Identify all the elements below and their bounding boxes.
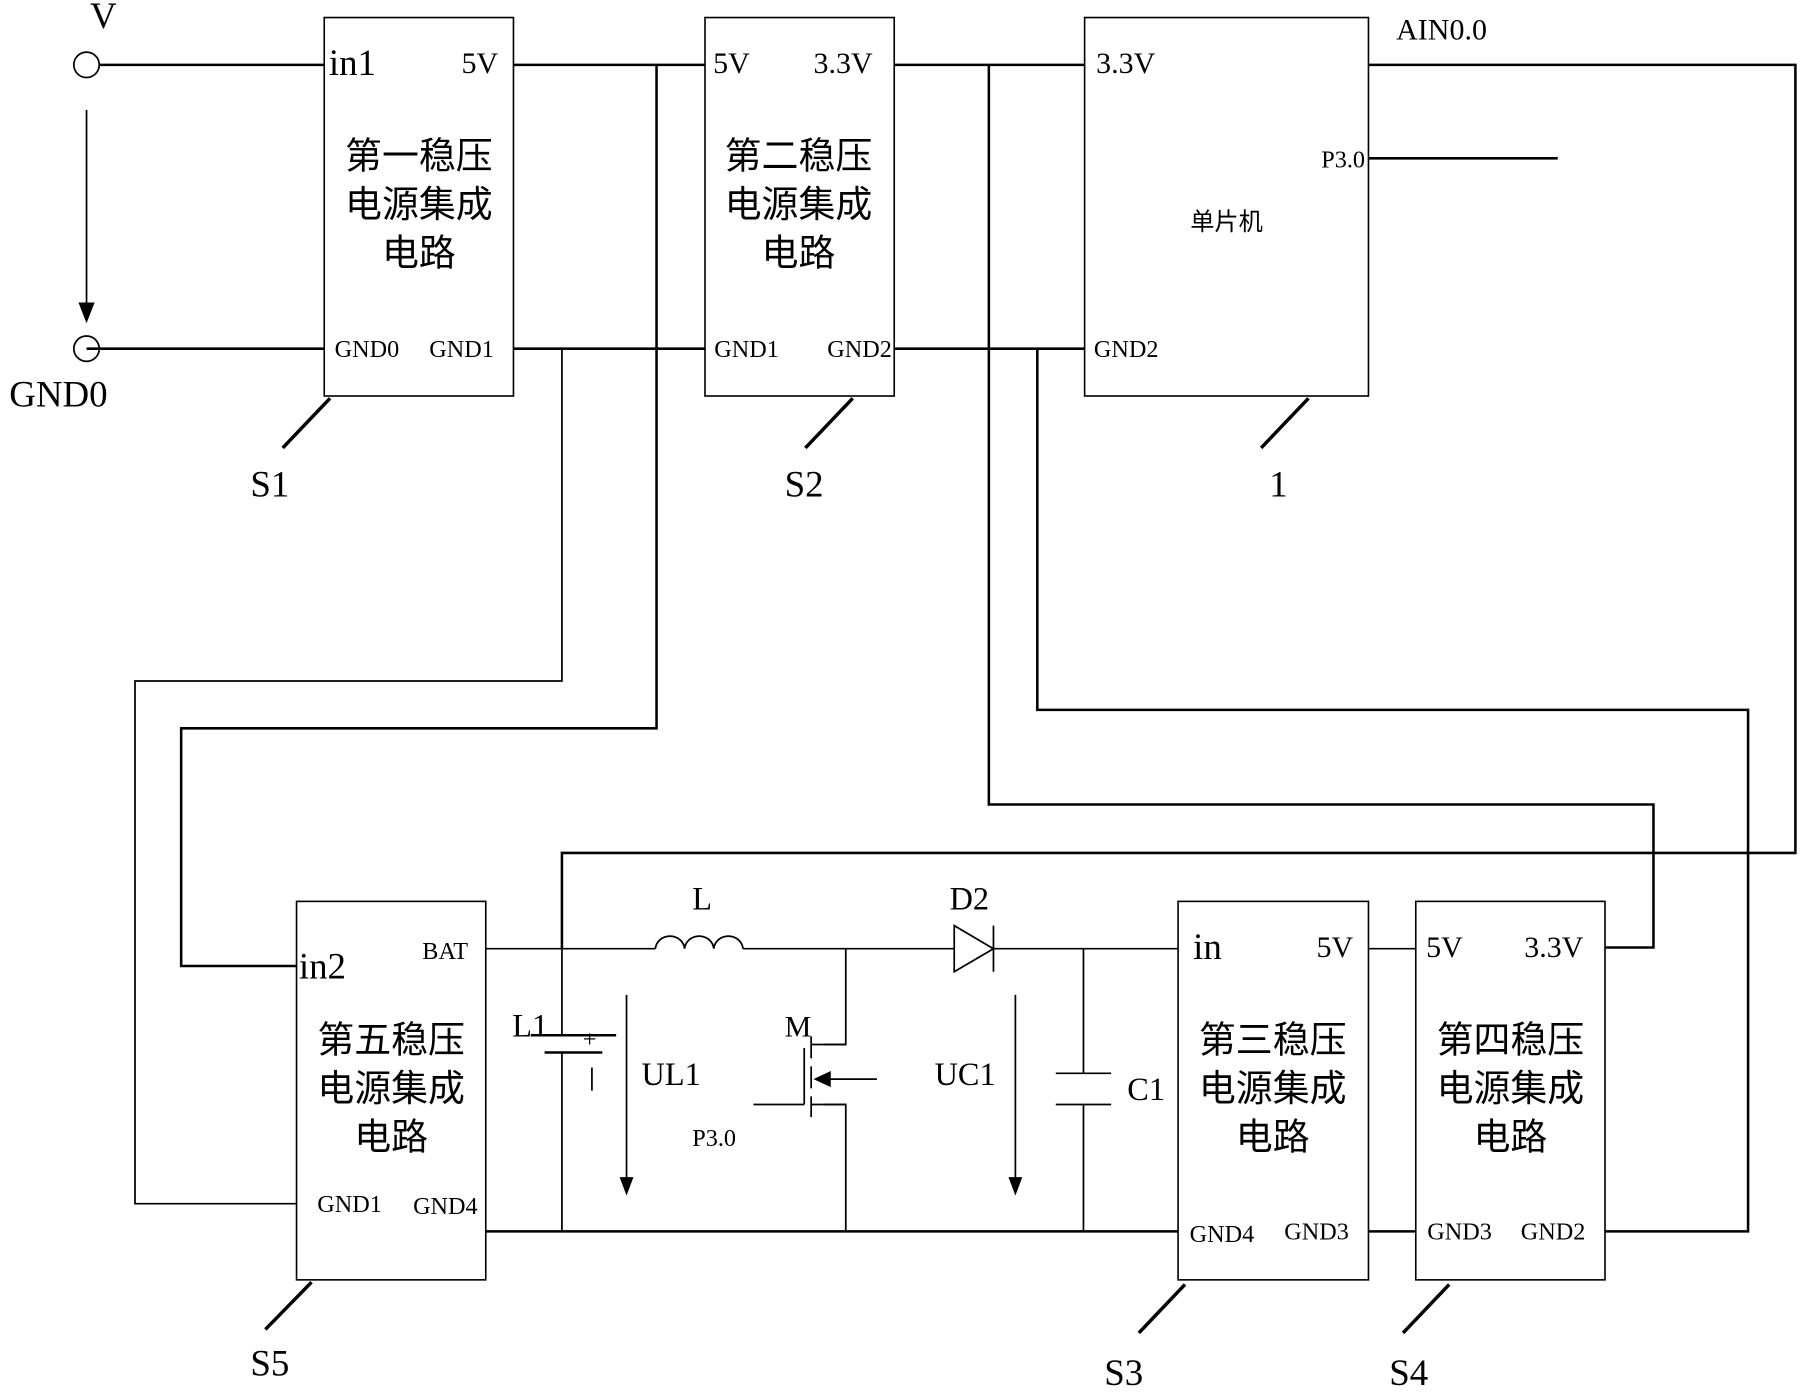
s3-pin-out: 5V bbox=[1317, 931, 1354, 964]
diode-d2: D2 bbox=[950, 880, 996, 974]
regulator-block-s2: 5V 3.3V 第二稳压 电源集成 电路 GND1 GND2 S2 bbox=[704, 16, 896, 504]
mcu-title: 单片机 bbox=[1190, 209, 1263, 236]
s2-title-line3: 电路 bbox=[762, 233, 836, 274]
diode-label: D2 bbox=[950, 880, 989, 916]
s1-title-line3: 电路 bbox=[382, 233, 456, 274]
regulator-block-s3: in 5V 第三稳压 电源集成 电路 GND4 GND3 S3 bbox=[1104, 900, 1370, 1392]
s2-pin-gnd-in: GND1 bbox=[714, 336, 779, 363]
s1-pin-gnd-out: GND1 bbox=[429, 336, 494, 363]
s3-pin-gnd-out: GND3 bbox=[1284, 1218, 1349, 1245]
s5-title-line1: 第五稳压 bbox=[317, 1020, 465, 1061]
s2-pin-out: 3.3V bbox=[813, 47, 873, 80]
ul1-label: UL1 bbox=[642, 1056, 701, 1092]
regulator-block-s1: in1 5V 第一稳压 电源集成 电路 GND0 GND1 S1 bbox=[250, 16, 515, 504]
s4-title-line2: 电源集成 bbox=[1437, 1068, 1585, 1109]
s1-title-line1: 第一稳压 bbox=[345, 136, 493, 177]
s4-pin-out: 3.3V bbox=[1524, 931, 1584, 964]
s1-pin-out: 5V bbox=[462, 47, 499, 80]
s4-ref-label: S4 bbox=[1389, 1352, 1428, 1392]
input-terminals: V GND0 bbox=[9, 0, 117, 414]
voltage-arrow-ul1: UL1 bbox=[619, 994, 701, 1196]
s3-title-line3: 电路 bbox=[1236, 1116, 1310, 1157]
v-terminal bbox=[72, 51, 101, 79]
s4-pin-gnd-out: GND2 bbox=[1521, 1218, 1586, 1245]
wires bbox=[86, 63, 1797, 1233]
s5-pin-gnd1: GND1 bbox=[317, 1191, 382, 1218]
battery-label: L1 bbox=[512, 1007, 548, 1043]
regulator-block-s5: in2 BAT 第五稳压 电源集成 电路 GND1 GND4 S5 bbox=[250, 900, 487, 1384]
mosfet-gate-label: P3.0 bbox=[692, 1125, 736, 1152]
s2-title-line2: 电源集成 bbox=[725, 184, 873, 225]
s5-pin-in: in2 bbox=[299, 946, 346, 987]
mosfet-m: M P3.0 bbox=[692, 1010, 877, 1152]
s3-title-line1: 第三稳压 bbox=[1199, 1020, 1347, 1061]
s3-pin-in: in bbox=[1193, 926, 1222, 967]
v-terminal-label: V bbox=[90, 0, 117, 36]
microcontroller-block: 3.3V 单片机 P3.0 GND2 AIN0.0 1 bbox=[1083, 13, 1487, 504]
s5-title-line3: 电路 bbox=[354, 1116, 428, 1157]
capacitor-label: C1 bbox=[1127, 1071, 1165, 1107]
gnd0-terminal-label: GND0 bbox=[9, 373, 107, 414]
voltage-arrow-head bbox=[78, 302, 95, 324]
inductor-label: L bbox=[692, 880, 712, 916]
s3-pin-gnd-in: GND4 bbox=[1190, 1221, 1255, 1248]
s4-title-line1: 第四稳压 bbox=[1437, 1020, 1585, 1061]
voltage-arrow-uc1: UC1 bbox=[935, 994, 1023, 1196]
uc1-label: UC1 bbox=[935, 1056, 996, 1092]
s1-pin-in: in1 bbox=[329, 42, 376, 83]
mcu-pin-gnd: GND2 bbox=[1094, 336, 1159, 363]
mcu-pin-vcc: 3.3V bbox=[1096, 47, 1156, 80]
s4-pin-in: 5V bbox=[1426, 931, 1463, 964]
mcu-pin-p30: P3.0 bbox=[1321, 147, 1365, 174]
mcu-ref-label: 1 bbox=[1269, 463, 1287, 504]
s1-ref-label: S1 bbox=[250, 463, 289, 504]
s2-pin-in: 5V bbox=[713, 47, 750, 80]
s3-ref-label: S3 bbox=[1104, 1352, 1143, 1392]
s5-ref-label: S5 bbox=[250, 1343, 289, 1384]
s5-title-line2: 电源集成 bbox=[317, 1068, 465, 1109]
s5-pin-gnd4: GND4 bbox=[413, 1193, 478, 1220]
s1-title-line2: 电源集成 bbox=[345, 184, 493, 225]
s2-title-line1: 第二稳压 bbox=[725, 136, 873, 177]
s3-title-line2: 电源集成 bbox=[1199, 1068, 1347, 1109]
s2-ref-label: S2 bbox=[785, 463, 824, 504]
regulator-block-s4: 5V 3.3V 第四稳压 电源集成 电路 GND3 GND2 S4 bbox=[1389, 900, 1606, 1392]
inductor-l: L bbox=[654, 880, 744, 949]
battery-l1: L1 + bbox=[512, 1007, 617, 1091]
mosfet-label: M bbox=[785, 1010, 812, 1043]
s2-pin-gnd-out: GND2 bbox=[827, 336, 892, 363]
s5-pin-bat: BAT bbox=[422, 938, 468, 965]
mcu-pin-ain: AIN0.0 bbox=[1396, 13, 1487, 46]
capacitor-c1: C1 bbox=[1055, 1071, 1165, 1107]
s4-pin-gnd-in: GND3 bbox=[1427, 1218, 1492, 1245]
s4-title-line3: 电路 bbox=[1473, 1116, 1547, 1157]
s1-pin-gnd-in: GND0 bbox=[335, 336, 400, 363]
battery-plus: + bbox=[583, 1026, 597, 1053]
